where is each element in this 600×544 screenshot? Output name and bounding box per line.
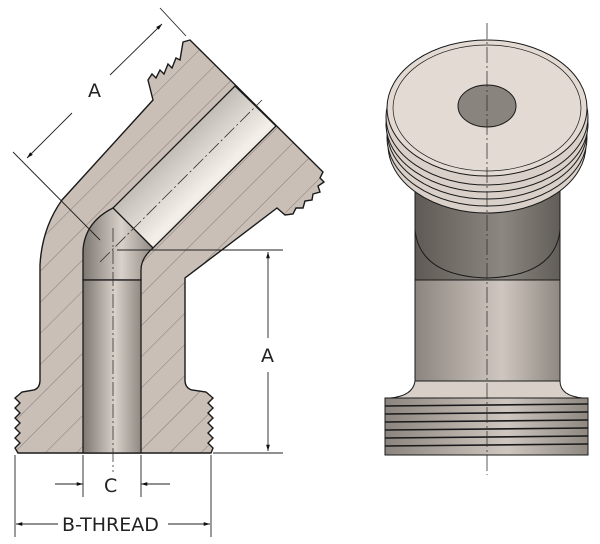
neck-flare [389, 380, 584, 399]
lower-body [414, 279, 561, 382]
bore-straight [82, 279, 142, 454]
section-view [13, 39, 326, 472]
dimensions [12, 7, 283, 537]
dim-label-vertical-a: A [261, 345, 274, 367]
section-body [13, 39, 326, 454]
dim-label-angled-a: A [88, 80, 101, 102]
dim-line-angled-a [26, 112, 73, 159]
iso-view [384, 23, 589, 475]
dim-label-b-thread: B-THREAD [62, 514, 159, 536]
centerline-angled [99, 99, 263, 263]
dim-label-c: C [104, 475, 117, 497]
